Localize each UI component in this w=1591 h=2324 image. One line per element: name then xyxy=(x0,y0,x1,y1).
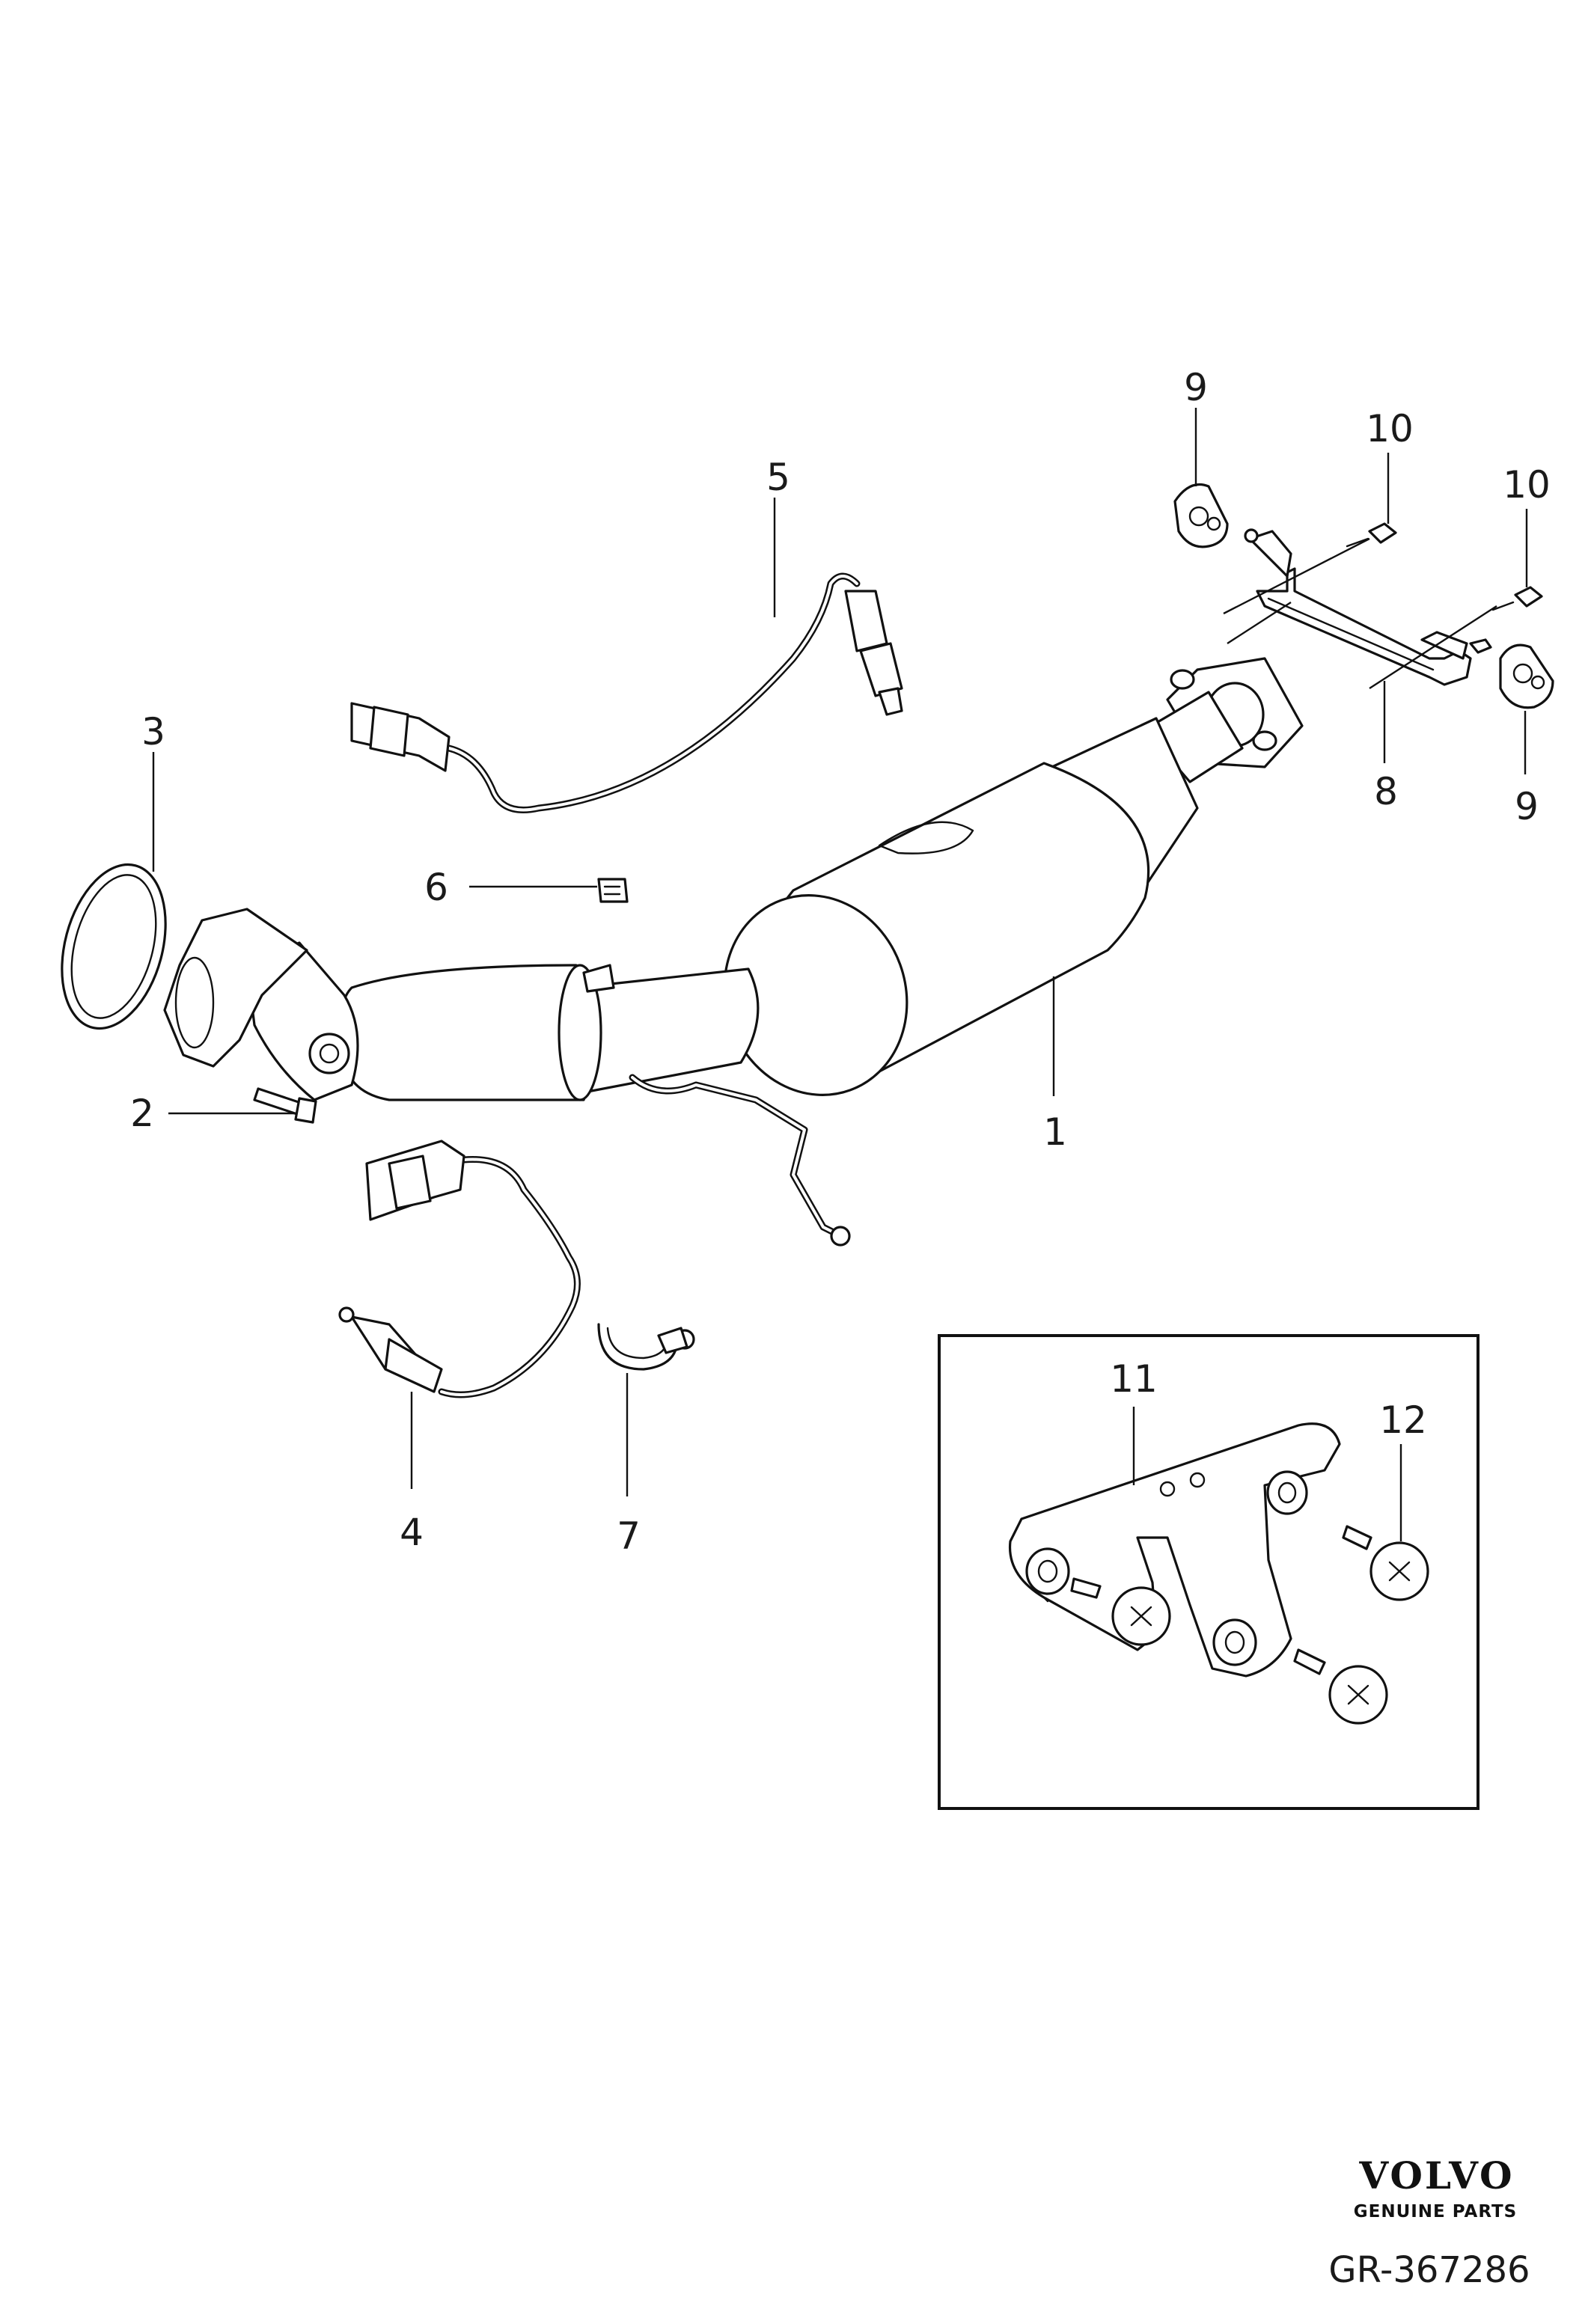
bracket-part-8 xyxy=(1244,528,1492,686)
callout-8: 8 xyxy=(1374,770,1398,813)
bolt-part-12a xyxy=(1070,1577,1171,1646)
inset-frame xyxy=(938,1334,1479,1810)
callout-10a: 10 xyxy=(1366,407,1414,450)
bolt-part-12b xyxy=(1293,1648,1388,1725)
callout-9a: 9 xyxy=(1184,366,1208,409)
volvo-logo-text: VOLVO xyxy=(1358,2153,1514,2198)
callout-6: 6 xyxy=(424,866,448,909)
callout-3: 3 xyxy=(141,710,165,753)
callout-9b: 9 xyxy=(1515,785,1539,828)
callout-12: 12 xyxy=(1379,1398,1427,1442)
oxygen-sensor-part-5 xyxy=(350,572,903,813)
callout-7: 7 xyxy=(617,1514,641,1558)
callout-5: 5 xyxy=(766,456,790,499)
callout-11: 11 xyxy=(1110,1357,1158,1401)
catalytic-converter-part-1 xyxy=(163,657,1304,1247)
screw-part-10a xyxy=(1346,522,1397,548)
clamp-part-7 xyxy=(597,1323,695,1371)
volvo-branding: VOLVO GENUINE PARTS GR-367286 xyxy=(1328,2153,1530,2291)
genuine-parts-text: GENUINE PARTS xyxy=(1354,2202,1518,2221)
callout-10b: 10 xyxy=(1503,463,1551,507)
screw-part-10b xyxy=(1491,586,1543,611)
clip-part-6 xyxy=(597,878,629,903)
rubber-hanger-part-9b xyxy=(1499,643,1554,709)
gasket-ring-part-3 xyxy=(61,863,167,1030)
rubber-hanger-part-9a xyxy=(1173,483,1229,548)
callout-4: 4 xyxy=(400,1511,424,1554)
bolt-part-2 xyxy=(253,1087,317,1124)
heat-shield-bracket-part-11 xyxy=(1008,1422,1341,1678)
oxygen-sensor-part-4 xyxy=(338,1140,581,1398)
callout-2: 2 xyxy=(130,1092,154,1135)
callout-1: 1 xyxy=(1043,1110,1067,1154)
callout-labels: 1 2 3 4 5 6 7 8 9 9 10 10 11 12 xyxy=(130,366,1551,1558)
bolt-part-12c xyxy=(1342,1525,1429,1601)
leader-lines xyxy=(152,408,1528,1541)
diagram-reference: GR-367286 xyxy=(1328,2249,1530,2291)
